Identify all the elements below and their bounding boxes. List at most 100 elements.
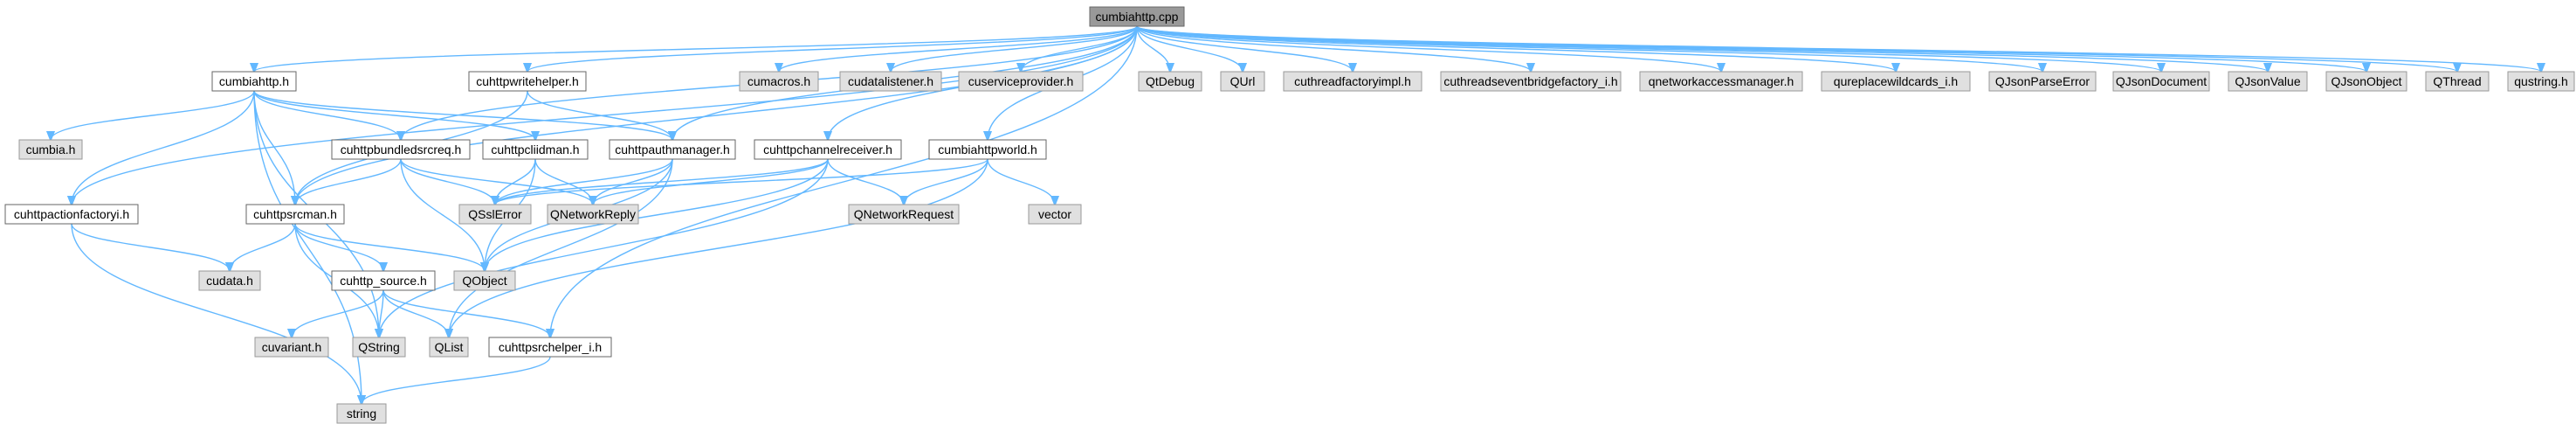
node-box-cumbia_h [18, 139, 83, 160]
node-label-cuhttpbundledsrcreq: cuhttpbundledsrcreq.h [341, 142, 462, 156]
node-qsslerror: QSslError [458, 204, 532, 225]
edge-cuhttp_source-to-cuhttpsrchelper [382, 289, 550, 337]
node-qobject: QObject [453, 270, 516, 291]
edge-cuhttp_source-to-qlist [382, 289, 449, 337]
node-label-cuhttpsrchelper: cuhttpsrchelper_i.h [499, 340, 602, 354]
node-box-cuthreadseventbridgefactory [1440, 71, 1622, 92]
node-box-qsslerror [458, 204, 532, 225]
edge-root-to-qnetworkaccessmanager [1136, 25, 1721, 72]
node-label-qustring: qustring.h [2514, 74, 2567, 88]
node-qureplacewildcards: qureplacewildcards_i.h [1821, 71, 1971, 92]
edge-root-to-qtdebug [1136, 25, 1170, 72]
edge-cuhttpchannelreceiver-to-qstring [379, 158, 829, 337]
edge-root-to-cuhttpsrcman [295, 25, 1138, 205]
edge-root-to-cudatalistener [891, 25, 1138, 72]
node-box-qustring [2507, 71, 2575, 92]
edge-root-to-cuhttpwritehelper [527, 25, 1138, 72]
edge-cuhttpactionfactoryi-to-string [71, 223, 362, 404]
node-label-qsslerror: QSslError [468, 207, 522, 221]
node-label-string: string [347, 407, 376, 421]
node-box-cuvariant [254, 337, 329, 358]
node-label-cuhttpcliidman: cuhttpcliidman.h [491, 142, 579, 156]
node-label-qureplacewildcards: qureplacewildcards_i.h [1834, 74, 1958, 88]
edge-cumbiahttp_h-to-cuhttpbundledsrcreq [253, 90, 401, 140]
node-box-cuhttpcliidman [482, 139, 589, 160]
node-label-cuhttpwritehelper: cuhttpwritehelper.h [476, 74, 579, 88]
edge-cuhttpbundledsrcreq-to-cuhttpsrcman [295, 158, 402, 205]
edge-cumbiahttpworld-to-qnetworkrequest [904, 158, 988, 205]
edge-cuhttpsrcman-to-cudata [230, 223, 296, 271]
edge-root-to-cumacros [779, 25, 1138, 72]
node-qthread: QThread [2425, 71, 2490, 92]
node-box-cuhttpchannelreceiver [754, 139, 902, 160]
node-cumbiahttpworld[interactable]: cumbiahttpworld.h [928, 139, 1047, 160]
node-box-vector [1028, 204, 1082, 225]
node-label-cumbiahttp_h: cumbiahttp.h [219, 74, 289, 88]
node-qnetworkrequest: QNetworkRequest [848, 204, 960, 225]
node-label-cuhttpchannelreceiver: cuhttpchannelreceiver.h [763, 142, 892, 156]
edge-root-to-cumbiahttp_h [254, 25, 1138, 72]
node-cuhttpcliidman[interactable]: cuhttpcliidman.h [482, 139, 589, 160]
node-qustring: qustring.h [2507, 71, 2575, 92]
node-box-cuhttpactionfactoryi [4, 204, 139, 225]
node-box-string [336, 403, 387, 424]
node-cuthreadseventbridgefactory: cuthreadseventbridgefactory_i.h [1440, 71, 1622, 92]
node-box-qjsonvalue [2228, 71, 2308, 92]
node-cuhttpchannelreceiver[interactable]: cuhttpchannelreceiver.h [754, 139, 902, 160]
edge-cuhttp_source-to-qstring [379, 289, 384, 337]
node-cumbiahttp_h[interactable]: cumbiahttp.h [211, 71, 297, 92]
edge-cuhttpbundledsrcreq-to-qobject [400, 158, 485, 271]
node-qjsonobject: QJsonObject [2325, 71, 2407, 92]
node-cuhttpsrcman[interactable]: cuhttpsrcman.h [245, 204, 345, 225]
node-label-cumbiahttpworld: cumbiahttpworld.h [938, 142, 1037, 156]
node-vector: vector [1028, 204, 1082, 225]
node-box-qstring [352, 337, 406, 358]
node-box-cumacros [739, 71, 819, 92]
node-box-cumbiahttpworld [928, 139, 1047, 160]
node-cumbia_h: cumbia.h [18, 139, 83, 160]
node-label-cuvariant: cuvariant.h [262, 340, 321, 354]
edge-cuhttpwritehelper-to-cuhttpauthmanager [527, 90, 672, 140]
node-qlist: QList [429, 337, 469, 358]
node-box-cudata [198, 270, 261, 291]
node-label-cuthreadfactoryimpl: cuthreadfactoryimpl.h [1294, 74, 1411, 88]
edge-cumbiahttpworld-to-qlist [449, 158, 988, 337]
node-label-qtdebug: QtDebug [1146, 74, 1195, 88]
node-qjsondocument: QJsonDocument [2112, 71, 2210, 92]
node-label-qobject: QObject [462, 274, 506, 288]
node-cuhttpactionfactoryi[interactable]: cuhttpactionfactoryi.h [4, 204, 139, 225]
node-cuhttp_source[interactable]: cuhttp_source.h [331, 270, 436, 291]
edge-cuhttpauthmanager-to-qlist [449, 158, 673, 337]
node-box-qtdebug [1138, 71, 1202, 92]
node-qstring: QString [352, 337, 406, 358]
node-cuhttpauthmanager[interactable]: cuhttpauthmanager.h [609, 139, 736, 160]
node-qtdebug: QtDebug [1138, 71, 1202, 92]
node-label-qjsondocument: QJsonDocument [2116, 74, 2207, 88]
node-box-qureplacewildcards [1821, 71, 1971, 92]
edge-cuhttpchannelreceiver-to-qobject [485, 158, 829, 271]
edge-cumbiahttp_h-to-cuhttpcliidman [253, 90, 535, 140]
node-label-qjsonvalue: QJsonValue [2235, 74, 2300, 88]
node-qurl: QUrl [1220, 71, 1265, 92]
node-cudatalistener: cudatalistener.h [839, 71, 942, 92]
edge-root-to-cuthreadseventbridgefactory [1136, 25, 1531, 72]
edge-cumbiahttpworld-to-qsslerror [495, 158, 988, 205]
node-label-cuhttp_source: cuhttp_source.h [340, 274, 427, 288]
node-string: string [336, 403, 387, 424]
node-qjsonparseerror: QJsonParseError [1988, 71, 2097, 92]
node-label-cumacros: cumacros.h [747, 74, 810, 88]
node-box-qjsonparseerror [1988, 71, 2097, 92]
node-box-qthread [2425, 71, 2490, 92]
node-cudata: cudata.h [198, 270, 261, 291]
edge-root-to-qurl [1136, 25, 1243, 72]
node-box-cuserviceprovider [958, 71, 1084, 92]
node-label-cumbia_h: cumbia.h [26, 142, 76, 156]
node-cuhttpsrchelper[interactable]: cuhttpsrchelper_i.h [488, 337, 612, 358]
node-cuhttpbundledsrcreq[interactable]: cuhttpbundledsrcreq.h [331, 139, 471, 160]
node-label-root: cumbiahttp.cpp [1096, 10, 1179, 24]
edge-cumbiahttp_h-to-cuhttpauthmanager [253, 90, 672, 140]
edge-root-to-cuhttpactionfactoryi [72, 25, 1138, 205]
node-cuhttpwritehelper[interactable]: cuhttpwritehelper.h [468, 71, 587, 92]
node-label-cuhttpauthmanager: cuhttpauthmanager.h [615, 142, 730, 156]
